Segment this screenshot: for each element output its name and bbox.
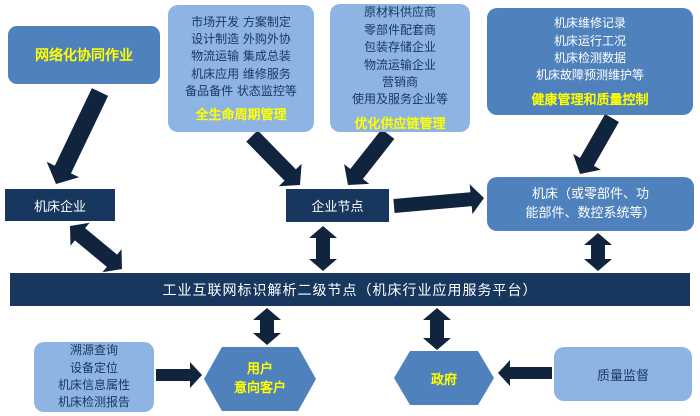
traceability-line: 设备定位	[69, 360, 118, 375]
health-line: 机床运行工况	[553, 33, 626, 48]
supply-chain-line: 原材料供应商	[363, 5, 436, 20]
lifecycle-line: 市场开发 方案制定	[191, 14, 291, 29]
user-hexagon-line: 用户	[246, 361, 273, 377]
supply-chain-line: 包装存储企业	[363, 40, 436, 55]
health-management-box: 机床维修记录 机床运行工况 机床检测数据 机床故障预测维护等 健康管理和质量控制	[487, 8, 693, 115]
supply-chain-line: 零部件配套商	[363, 22, 436, 37]
user-hexagon-line: 意向客户	[233, 381, 286, 396]
traceability-box: 溯源查询 设备定位 机床信息属性 机床检测报告	[34, 342, 154, 412]
health-line: 机床故障预测维护等	[535, 68, 644, 83]
lifecycle-line: 机床应用 维修服务	[191, 66, 291, 81]
health-title: 健康管理和质量控制	[531, 92, 649, 108]
supply-chain-line: 使用及服务企业等	[351, 92, 448, 107]
traceability-line: 溯源查询	[69, 343, 118, 358]
traceability-line: 机床信息属性	[57, 378, 130, 392]
machine-tool-components-box: 机床（或零部件、功 能部件、数控系统等）	[487, 177, 694, 231]
supply-chain-line: 营销商	[381, 74, 418, 89]
government-hexagon: 政府	[394, 351, 494, 405]
health-line: 机床检测数据	[553, 51, 626, 65]
supply-chain-box: 原材料供应商 零部件配套商 包装存储企业 物流运输企业 营销商 使用及服务企业等…	[330, 4, 470, 132]
lifecycle-title: 全生命周期管理	[195, 108, 287, 124]
lifecycle-line: 备品备件 状态监控等	[185, 84, 297, 99]
supply-chain-line: 物流运输企业	[363, 57, 436, 72]
supply-chain-title: 优化供应链管理	[354, 116, 446, 132]
health-line: 机床维修记录	[553, 16, 626, 31]
enterprise-node-box: 企业节点	[286, 189, 389, 222]
machine-tool-enterprise-box: 机床企业	[5, 189, 115, 221]
machine-box-line: 能部件、数控系统等）	[525, 206, 656, 221]
lifecycle-lines: 市场开发 方案制定 设计制造 外购外协 物流运输 集成总装 机床应用 维修服务 …	[185, 14, 297, 101]
platform-bar: 工业互联网标识解析二级节点（机床行业应用服务平台）	[10, 273, 690, 306]
supply-chain-lines: 原材料供应商 零部件配套商 包装存储企业 物流运输企业 营销商 使用及服务企业等	[352, 4, 448, 108]
traceability-line: 机床检测报告	[57, 395, 130, 410]
health-lines: 机床维修记录 机床运行工况 机床检测数据 机床故障预测维护等	[536, 15, 644, 85]
lifecycle-management-box: 市场开发 方案制定 设计制造 外购外协 物流运输 集成总装 机床应用 维修服务 …	[168, 5, 314, 132]
networked-collaboration-box: 网络化协同作业	[8, 26, 160, 84]
quality-supervision-box: 质量监督	[554, 347, 692, 401]
lifecycle-line: 设计制造 外购外协	[191, 31, 291, 46]
user-hexagon: 用户 意向客户	[204, 347, 316, 411]
lifecycle-line: 物流运输 集成总装	[191, 49, 291, 64]
machine-box-line: 机床（或零部件、功	[531, 186, 649, 202]
